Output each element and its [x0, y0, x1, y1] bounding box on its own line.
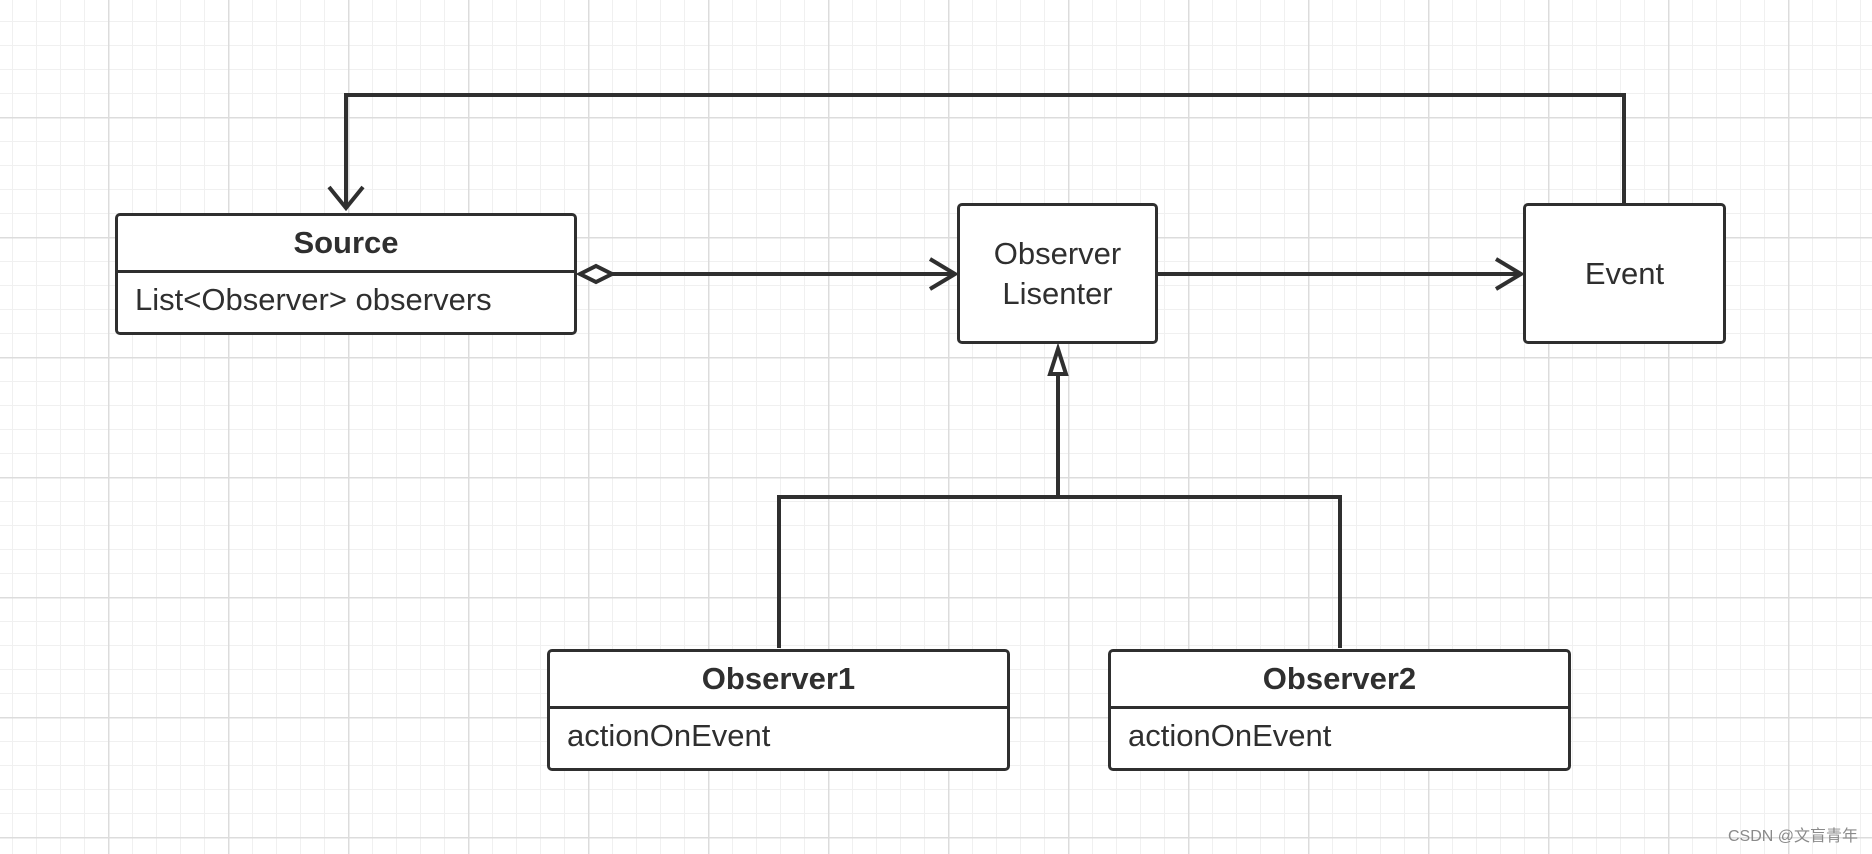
watermark-text: CSDN @文盲青年: [1727, 828, 1858, 845]
event-to-source-connector: [344, 93, 1626, 208]
observer1-class-box[interactable]: Observer1 actionOnEvent: [547, 649, 1010, 771]
source-class-box[interactable]: Source List<Observer> observers: [115, 213, 577, 335]
observer1-inheritance-line: [777, 495, 1342, 648]
source-class-attribute: List<Observer> observers: [135, 282, 492, 317]
listener-to-event-arrowhead: [1494, 257, 1525, 291]
observer2-class-method: actionOnEvent: [1128, 718, 1332, 753]
event-box[interactable]: Event: [1523, 203, 1726, 344]
source-class-title: Source: [118, 216, 574, 273]
inheritance-triangle: [1047, 342, 1069, 376]
observer2-class-box[interactable]: Observer2 actionOnEvent: [1108, 649, 1571, 771]
observer1-class-method: actionOnEvent: [567, 718, 771, 753]
observer2-class-title: Observer2: [1111, 652, 1568, 709]
observer-listener-box[interactable]: Observer Lisenter: [957, 203, 1158, 344]
event-label: Event: [1584, 255, 1665, 291]
aggregation-diamond: [575, 263, 617, 285]
observer-listener-label-line1: Observer: [993, 235, 1122, 271]
observer1-class-title: Observer1: [550, 652, 1007, 709]
source-to-listener-arrowhead: [928, 257, 959, 291]
observer-listener-label-line2: Lisenter: [1002, 275, 1113, 311]
event-to-source-arrowhead: [327, 185, 365, 212]
